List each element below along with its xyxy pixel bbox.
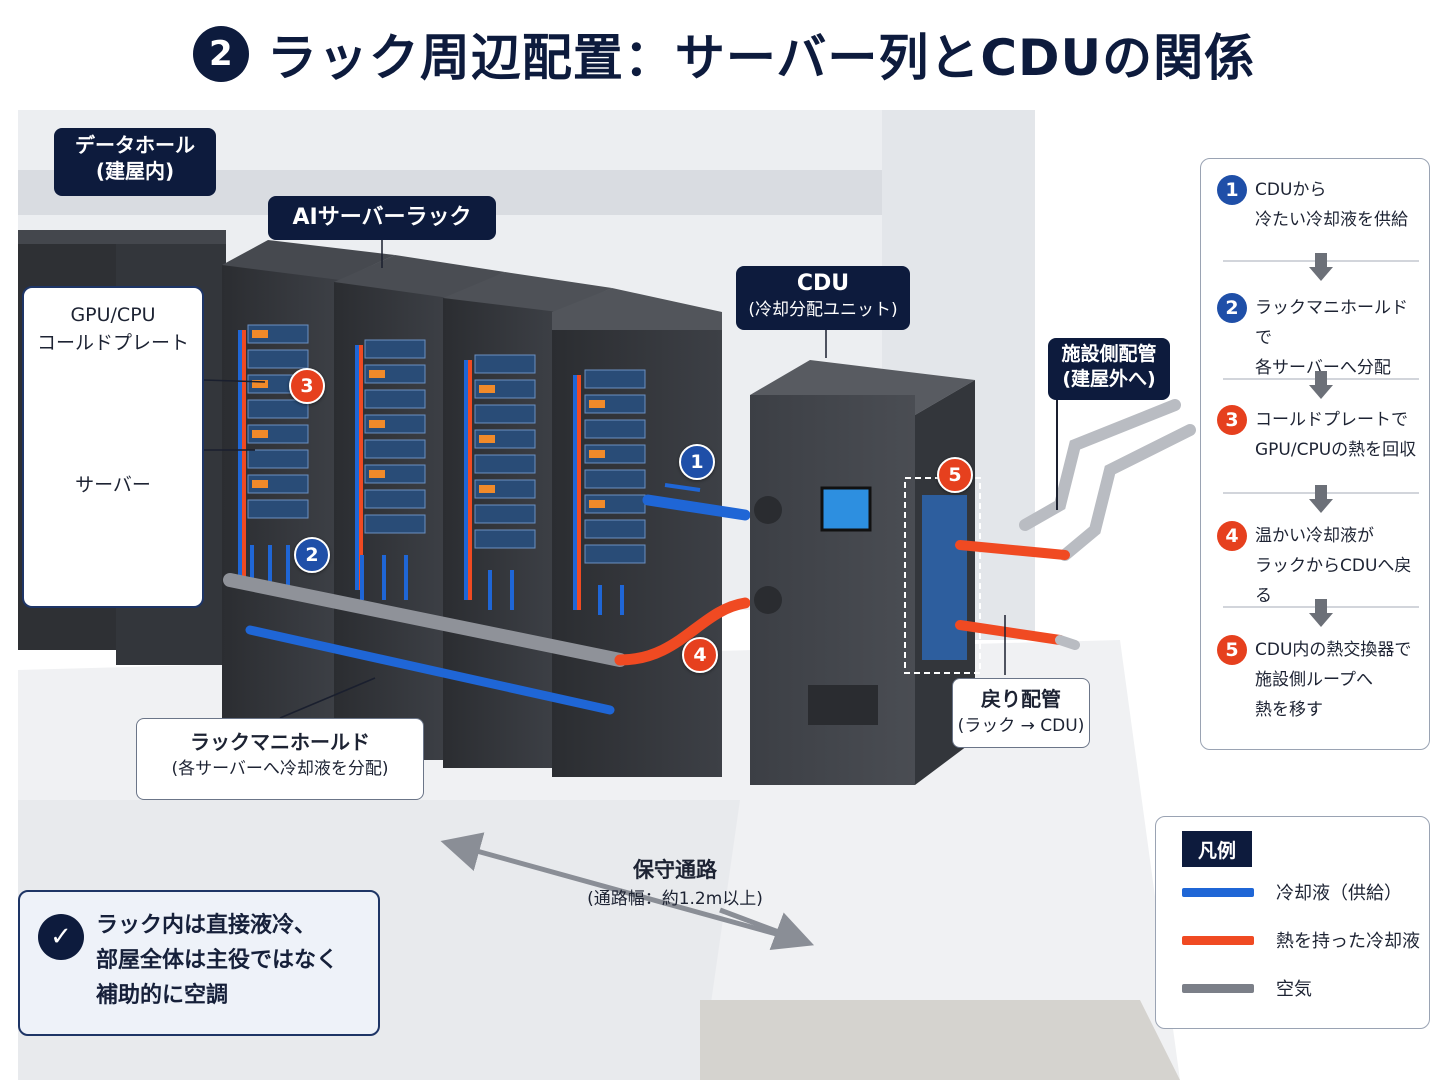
marker-5: 5: [937, 457, 973, 493]
heat-exchanger-highlight: [904, 477, 981, 674]
ai-rack-label-text: AIサーバーラック: [292, 205, 472, 230]
step-5-line2: 施設側ループへ: [1255, 670, 1373, 690]
return-pipe-label: 戻り配管 (ラック → CDU): [952, 678, 1090, 748]
note-line-3: 補助的に空調: [96, 983, 229, 1009]
marker-3: 3: [289, 368, 325, 404]
step-2-badge: 2: [1217, 293, 1247, 323]
legend-title: 凡例: [1182, 831, 1252, 867]
cdu-label: CDU (冷却分配ユニット): [736, 266, 910, 330]
title-text: ラック周辺配置：サーバー列とCDUの関係: [266, 29, 1256, 87]
supply-pipe: [642, 494, 751, 521]
coldplate-label: GPU/CPU コールドプレート: [24, 302, 202, 357]
step-2-line1: ラックマニホールドで: [1255, 298, 1408, 348]
down-arrow-icon: [1223, 485, 1419, 513]
return-pipe: [614, 597, 751, 666]
step-4-line2: ラックからCDUへ戻る: [1255, 556, 1412, 606]
datahall-label-main: データホール: [75, 133, 195, 157]
facility-pipe-label-main: 施設側配管: [1061, 343, 1157, 365]
step-1-badge: 1: [1217, 175, 1247, 205]
step-3: 3 コールドプレートで GPU/CPUの熱を回収: [1217, 405, 1421, 465]
aisle-arrow-right: [719, 907, 815, 950]
coldplate-label-line1: GPU/CPU: [70, 304, 156, 326]
server-detail-inset: GPU/CPU コールドプレート サーバー: [22, 286, 204, 608]
page-title: 2 ラック周辺配置：サーバー列とCDUの関係: [0, 14, 1448, 94]
marker-4: 4: [682, 637, 718, 673]
legend-panel: 凡例 冷却液（供給） 熱を持った冷却液 空気: [1155, 816, 1430, 1029]
ai-rack-label: AIサーバーラック: [268, 196, 496, 240]
legend-swatch-air: [1182, 983, 1254, 993]
step-5-line3: 熱を移す: [1255, 700, 1323, 720]
coldplate-label-line2: コールドプレート: [36, 331, 189, 354]
step-5-badge: 5: [1217, 635, 1247, 665]
wall-ledge: [18, 170, 965, 215]
manifold-label: ラックマニホールド (各サーバーへ冷却液を分配): [136, 718, 424, 800]
legend-label-return: 熱を持った冷却液: [1276, 931, 1420, 952]
step-3-line1: コールドプレートで: [1255, 410, 1408, 430]
marker-2: 2: [294, 537, 330, 573]
cdu-cabinet: [750, 360, 981, 785]
note-line-1: ラック内は直接液冷、: [96, 913, 317, 938]
marker-1: 1: [679, 444, 715, 480]
step-2-line2: 各サーバーへ分配: [1255, 358, 1391, 378]
process-steps-panel: 1 CDUから冷たい冷却液を供給 2 ラックマニホールドで各サーバーへ分配 3 …: [1200, 158, 1430, 750]
checkmark-icon: ✓: [38, 914, 84, 960]
datahall-label-sub: (建屋内): [95, 159, 175, 183]
down-arrow-icon: [1223, 599, 1419, 627]
return-pipe-label-main: 戻り配管: [981, 687, 1061, 711]
rack-manifold-pipes: [223, 483, 751, 715]
maintenance-aisle-main: 保守通路: [633, 858, 717, 882]
legend-item-supply: 冷却液（供給）: [1182, 879, 1402, 905]
manifold-label-main: ラックマニホールド: [190, 730, 370, 754]
cdu-screen: [820, 486, 872, 532]
legend-item-air: 空気: [1182, 975, 1312, 1001]
down-arrow-icon: [1223, 371, 1419, 399]
server-label: サーバー: [75, 474, 151, 496]
step-5-line1: CDU内の熱交換器で: [1255, 640, 1412, 660]
legend-label-supply: 冷却液（供給）: [1276, 883, 1402, 904]
down-arrow-icon: [1223, 253, 1419, 281]
facility-pipes: [955, 399, 1196, 650]
legend-item-return: 熱を持った冷却液: [1182, 927, 1420, 953]
step-3-line2: GPU/CPUの熱を回収: [1255, 440, 1417, 460]
legend-swatch-supply: [1182, 887, 1254, 897]
cdu-label-main: CDU: [796, 271, 850, 296]
step-1: 1 CDUから冷たい冷却液を供給: [1217, 175, 1421, 235]
step-3-badge: 3: [1217, 405, 1247, 435]
title-number-badge: 2: [192, 26, 249, 82]
maintenance-aisle-label: 保守通路 (通路幅：約1.2m以上): [560, 855, 790, 912]
cdu-label-sub: (冷却分配ユニット): [748, 299, 898, 320]
step-4-badge: 4: [1217, 521, 1247, 551]
return-pipe-label-sub: (ラック → CDU): [957, 716, 1085, 736]
step-2: 2 ラックマニホールドで各サーバーへ分配: [1217, 293, 1421, 383]
aisle-arrow-left: [440, 832, 781, 938]
note-line-2: 部屋全体は主役ではなく: [96, 948, 339, 974]
step-4: 4 温かい冷却液がラックからCDUへ戻る: [1217, 521, 1421, 611]
step-4-line1: 温かい冷却液が: [1255, 526, 1374, 546]
facility-pipe-label-sub: (建屋外へ): [1062, 367, 1156, 390]
manifold-label-sub: (各サーバーへ冷却液を分配): [171, 759, 389, 779]
legend-label-air: 空気: [1276, 979, 1312, 1000]
ai-server-racks: [222, 240, 722, 777]
step-5: 5 CDU内の熱交換器で施設側ループへ熱を移す: [1217, 635, 1421, 725]
legend-swatch-return: [1182, 935, 1254, 945]
concrete-edge: [700, 1000, 1180, 1080]
datahall-label: データホール (建屋内): [54, 128, 216, 196]
maintenance-aisle-sub: (通路幅：約1.2m以上): [587, 888, 763, 909]
step-1-line2: 冷たい冷却液を供給: [1255, 210, 1408, 230]
summary-note: ✓ ラック内は直接液冷、 部屋全体は主役ではなく 補助的に空調: [18, 890, 380, 1036]
facility-pipe-label: 施設側配管 (建屋外へ): [1048, 338, 1170, 400]
step-1-line1: CDUから: [1255, 180, 1327, 200]
